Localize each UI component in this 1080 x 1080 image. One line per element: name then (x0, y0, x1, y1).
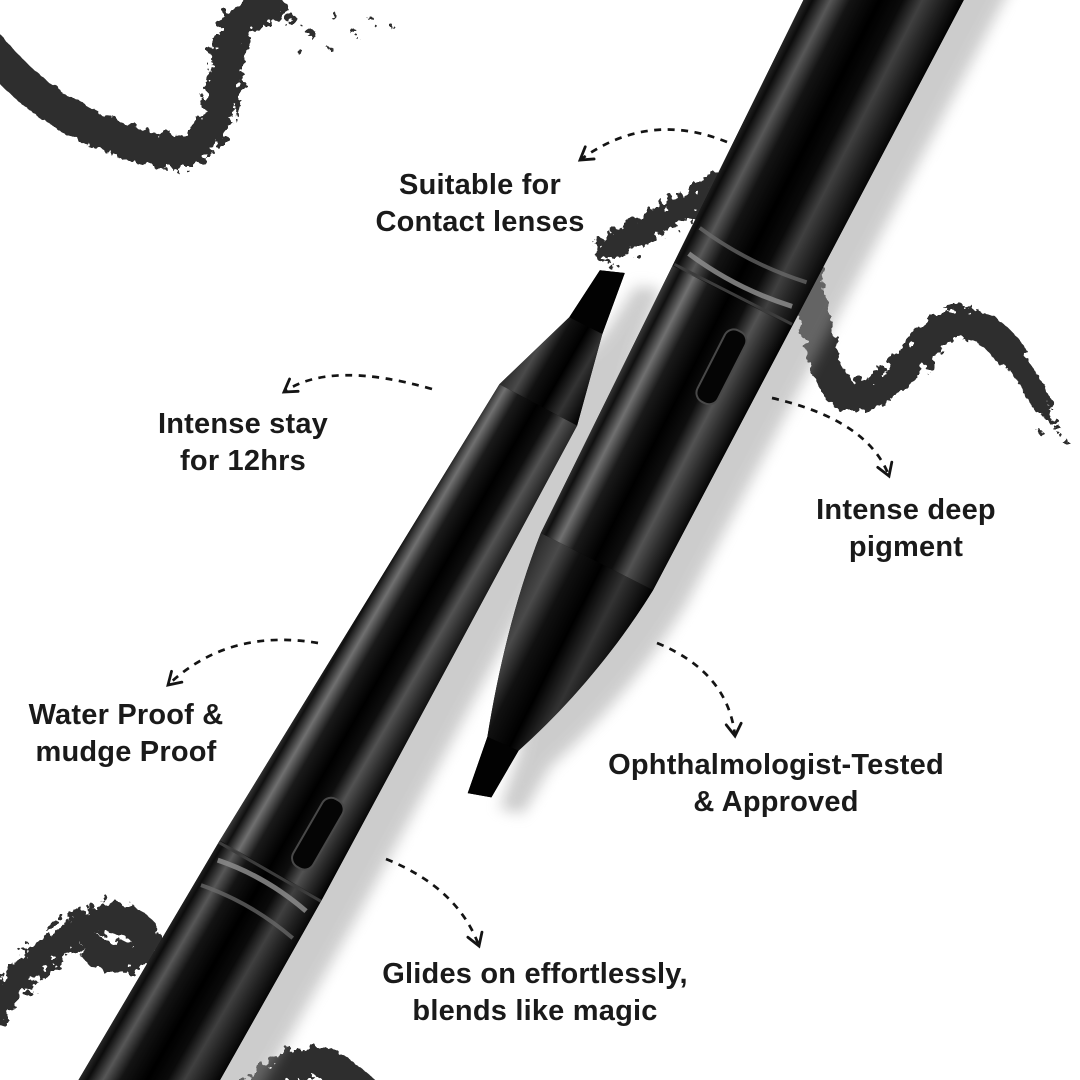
callout-ophthalmologist-line1: Ophthalmologist-Tested (608, 749, 944, 781)
arrow-intense-stay-icon (281, 373, 433, 394)
callout-deep-pigment: Intense deep pigment (816, 492, 996, 566)
callout-intense-stay: Intense stay for 12hrs (158, 406, 328, 480)
arrow-ophthalmologist-icon (656, 641, 743, 739)
callout-waterproof-line2: mudge Proof (35, 736, 217, 768)
callout-deep-pigment-line2: pigment (848, 531, 964, 563)
callout-glides: Glides on effortlessly, blends like magi… (382, 956, 687, 1030)
callout-glides-line1: Glides on effortlessly, (382, 958, 688, 990)
arrow-contact-lenses-icon (577, 128, 728, 162)
kajal-stroke-bottom-center-icon (250, 1047, 376, 1080)
pencil-left-cone (499, 317, 603, 426)
pencil-right-seam (673, 262, 793, 326)
callout-intense-stay-line2: for 12hrs (180, 445, 306, 477)
callout-waterproof: Water Proof & mudge Proof (29, 697, 224, 771)
callout-glides-line2: blends like magic (412, 995, 658, 1027)
callout-contact-lenses: Suitable for Contact lenses (375, 167, 584, 241)
callout-intense-stay-line1: Intense stay (157, 408, 329, 440)
arrow-waterproof-icon (166, 638, 319, 687)
callout-contact-lenses-line1: Suitable for (399, 169, 561, 201)
arrow-deep-pigment-icon (771, 396, 894, 479)
pencil-left-clip-slot (291, 796, 345, 871)
eyeliner-pencil-right (411, 0, 1002, 831)
pencil-left-body (219, 384, 578, 900)
arrow-glides-icon (385, 857, 484, 949)
callout-contact-lenses-line2: Contact lenses (375, 206, 585, 238)
kajal-stroke-bottom-left-icon (0, 902, 161, 1025)
pencil-right-base (672, 0, 1002, 327)
eyeliner-pencil-left (6, 237, 673, 1080)
callout-ophthalmologist: Ophthalmologist-Tested & Approved (608, 747, 944, 821)
pencil-right-cone (487, 532, 654, 751)
callout-arrows (166, 128, 894, 949)
callout-ophthalmologist-line2: & Approved (693, 786, 859, 818)
pencil-right-clip-slot (695, 328, 748, 406)
pencil-left-seam (218, 840, 322, 903)
callout-waterproof-line1: Water Proof & (28, 699, 224, 731)
pencil-right-tip (467, 736, 519, 798)
kajal-stroke-top-left-icon (0, 0, 394, 170)
pencil-left-tip (569, 270, 625, 334)
pencil-left-base (6, 840, 322, 1080)
callout-deep-pigment-line1: Intense deep (816, 494, 996, 526)
